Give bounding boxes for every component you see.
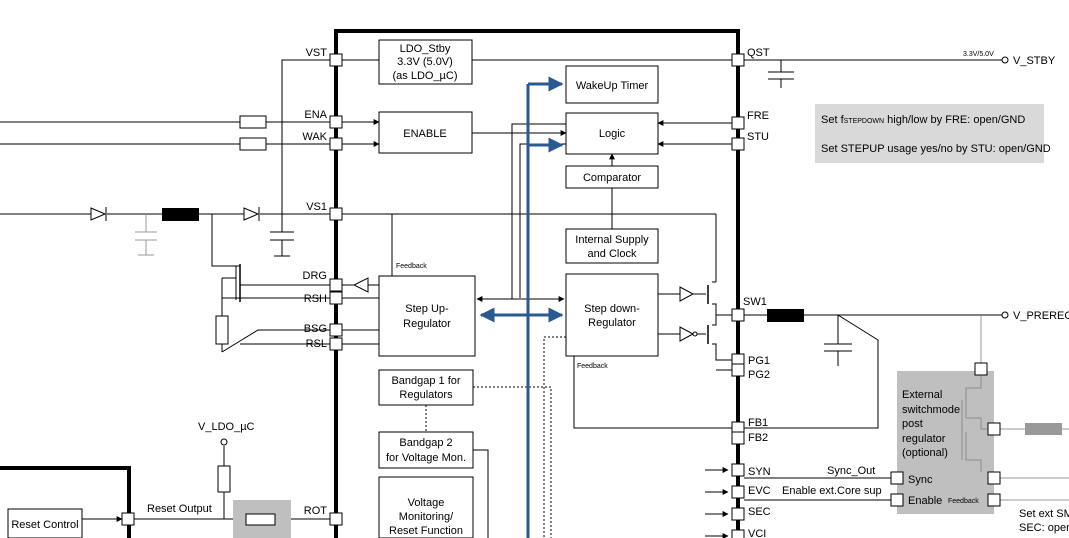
ldo-stby-note: (as LDO_µC) xyxy=(392,70,457,82)
ext-reg-line1: External xyxy=(902,389,942,401)
internal-supply-line2: and Clock xyxy=(588,248,637,260)
ldo-stby-block xyxy=(378,39,473,85)
step-down-line2: Regulator xyxy=(588,317,636,329)
enable-ext-core-label: Enable ext.Core sup xyxy=(782,485,882,497)
pin-label-vst: VST xyxy=(306,47,328,59)
bandgap1-line1: Bandgap 1 for xyxy=(391,375,460,387)
pin-label-fb2: FB2 xyxy=(748,432,768,444)
v-ldo-uc-terminal xyxy=(220,438,228,446)
step-up-block xyxy=(378,275,476,357)
pin-label-pg1: PG1 xyxy=(748,355,770,367)
external-regulator-internals xyxy=(961,371,987,472)
pin-label-vs1: VS1 xyxy=(306,201,327,213)
reset-output-label: Reset Output xyxy=(147,503,212,515)
pin-label-rsl: RSL xyxy=(306,338,327,350)
pin-label-drg: DRG xyxy=(303,270,327,282)
vstby-rating: 3.3V/5.0V xyxy=(963,51,994,58)
reset-control-label: Reset Control xyxy=(11,519,78,531)
internal-supply-line1: Internal Supply xyxy=(575,234,649,246)
pin-boxes xyxy=(121,53,1001,538)
reset-control-block xyxy=(7,508,83,538)
sense-resistor xyxy=(215,315,229,345)
right-wiring xyxy=(705,59,1069,538)
step-down-line1: Step down- xyxy=(584,303,640,315)
pin-label-evc: EVC xyxy=(748,485,771,497)
bandgap2-line1: Bandgap 2 xyxy=(399,437,452,449)
voltage-monitoring-line1: Voltage xyxy=(408,497,445,509)
step-down-inductor xyxy=(767,309,804,322)
control-bus xyxy=(479,76,564,538)
ext-reg-line4: regulator xyxy=(902,433,946,445)
pin-label-rot: ROT xyxy=(304,505,328,517)
pin-label-fre: FRE xyxy=(747,110,769,122)
bandgap1-block xyxy=(378,369,474,406)
settings-note-box xyxy=(815,104,1044,163)
ext-feedback-label: Feedback xyxy=(948,498,979,505)
pin-label-ena: ENA xyxy=(304,109,327,121)
fre-note: Set fSTEPDOWN high/low by FRE: open/GND xyxy=(821,114,1025,126)
ldo-pullup-resistor xyxy=(217,465,231,493)
sync-out-label: Sync_Out xyxy=(827,465,875,477)
ext-reg-line2: switchmode xyxy=(902,404,960,416)
ldo-stby-title: LDO_Stby xyxy=(400,43,451,55)
stu-note: Set STEPUP usage yes/no by STU: open/GND xyxy=(821,143,1051,155)
left-wiring xyxy=(0,59,336,522)
pin-label-vci: VCI xyxy=(748,528,766,538)
ext-enable-label: Enable xyxy=(908,495,942,507)
v-prereg-label: V_PREREG xyxy=(1013,310,1069,322)
ext-reg-line3: post xyxy=(902,418,923,430)
step-up-line2: Regulator xyxy=(403,318,451,330)
ext-inductor xyxy=(1025,423,1062,435)
ext-sync-label: Sync xyxy=(908,474,933,486)
pin-label-rsh: RSH xyxy=(304,293,327,305)
external-regulator-box xyxy=(897,371,994,514)
pin-label-sw1: SW1 xyxy=(743,296,767,308)
diode-icon xyxy=(243,207,260,221)
step-up-inductor xyxy=(162,208,199,221)
ldo-stby-voltage: 3.3V (5.0V) xyxy=(397,56,453,68)
dotted-wiring xyxy=(425,336,566,538)
v-ldo-uc-label: V_LDO_µC xyxy=(198,421,255,433)
pin-label-bsg: BSG xyxy=(304,323,327,335)
pin-label-fb1: FB1 xyxy=(748,417,768,429)
diode-icon xyxy=(90,207,107,221)
v-prereg-terminal xyxy=(1001,311,1009,319)
wakeup-timer-block xyxy=(565,65,659,104)
pin-label-syn: SYN xyxy=(748,466,771,478)
step-down-block xyxy=(565,273,659,357)
pin-label-sec: SEC xyxy=(748,506,771,518)
v-stby-label: V_STBY xyxy=(1013,55,1056,67)
step-up-line1: Step Up- xyxy=(405,303,449,315)
internal-supply-block xyxy=(565,228,659,264)
pin-label-wak: WAK xyxy=(302,131,327,143)
voltage-monitoring-line2: Monitoring/ xyxy=(399,511,454,523)
pin-label-stu: STU xyxy=(747,131,769,143)
pin-label-pg2: PG2 xyxy=(748,369,770,381)
voltage-monitoring-line3: Reset Function xyxy=(389,525,463,537)
enable-label: ENABLE xyxy=(403,128,446,140)
set-ext-line2: SEC: open xyxy=(1019,522,1069,534)
bandgap2-block xyxy=(378,431,474,469)
wakeup-timer-label: WakeUp Timer xyxy=(576,80,649,92)
wak-resistor xyxy=(239,137,267,151)
logic-label: Logic xyxy=(599,128,626,140)
voltage-monitoring-block xyxy=(378,476,474,538)
set-ext-line1: Set ext SM xyxy=(1019,508,1069,520)
pin-label-qst: QST xyxy=(747,47,770,59)
ena-resistor xyxy=(239,115,267,129)
feedback-up-label: Feedback xyxy=(396,263,427,270)
feedback-down-label: Feedback xyxy=(577,363,608,370)
enable-block xyxy=(378,111,473,154)
ext-reg-line5: (optional) xyxy=(902,447,948,459)
rot-resistor xyxy=(245,513,276,526)
v-stby-terminal xyxy=(1001,56,1009,64)
bandgap2-line2: for Voltage Mon. xyxy=(386,452,466,464)
comparator-label: Comparator xyxy=(583,172,641,184)
bandgap1-line2: Regulators xyxy=(399,389,453,401)
